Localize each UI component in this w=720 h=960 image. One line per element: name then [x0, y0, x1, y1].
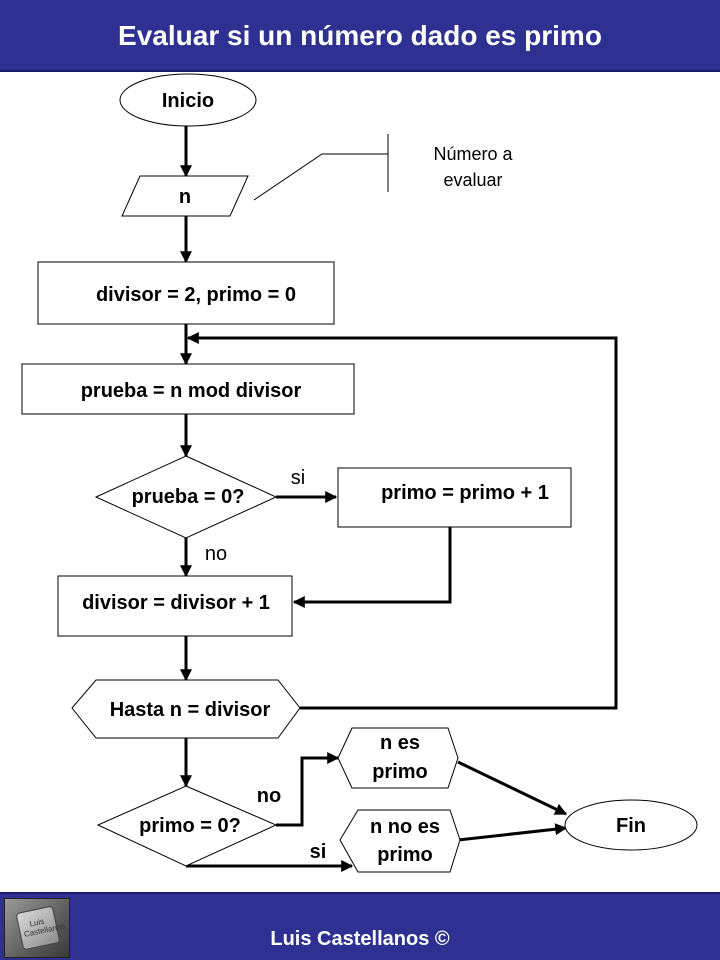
init-process: [37, 261, 335, 325]
annotation-line-1: Número a: [433, 144, 513, 164]
increment-divisor-process: [57, 575, 293, 637]
increment-primo-label: primo = primo + 1: [381, 482, 549, 504]
annotation-leader: [253, 153, 388, 201]
decision-primo-yes-label: si: [310, 841, 327, 863]
loop-condition: [71, 679, 301, 739]
decision-primo: [96, 785, 278, 867]
header-banner: Evaluar si un número dado es primo: [0, 0, 720, 72]
output-prime-display: [337, 727, 459, 789]
increment-primo-process: [337, 467, 572, 528]
arrow-loop-back: [186, 332, 618, 710]
end-label: Fin: [616, 815, 646, 837]
test-label: prueba = n mod divisor: [81, 380, 302, 402]
page-title: Evaluar si un número dado es primo: [118, 20, 602, 51]
output-not-prime-line-1: n no es: [370, 816, 440, 838]
keyboard-key-logo: Luis Castellanos: [4, 898, 70, 958]
loop-condition-label: Hasta n = divisor: [110, 699, 271, 721]
arrow-decision2-no: [276, 752, 340, 827]
connectors: [180, 126, 618, 872]
end-terminal: [564, 799, 698, 851]
arrow-notprime-to-end: [457, 823, 568, 842]
start-terminal: [119, 73, 257, 127]
increment-divisor-label: divisor = divisor + 1: [82, 592, 270, 614]
input-parallelogram: [121, 175, 249, 217]
decision-primo-label: primo = 0?: [139, 815, 241, 837]
arrow-primo-to-divisor: [292, 527, 452, 608]
decision-prueba-yes-label: si: [291, 467, 305, 489]
decision-primo-no-label: no: [257, 785, 281, 807]
footer-banner: Luis Castellanos Luis Castellanos ©: [0, 892, 720, 960]
output-prime-line-1: n es: [380, 732, 420, 754]
input-label: n: [179, 186, 191, 208]
start-label: Inicio: [162, 90, 214, 112]
arrow-prime-to-end: [457, 760, 568, 816]
author-credit: Luis Castellanos ©: [270, 928, 450, 950]
decision-prueba-label: prueba = 0?: [132, 486, 245, 508]
annotation-line-2: evaluar: [443, 170, 502, 190]
output-not-prime-line-2: primo: [377, 844, 433, 866]
decision-prueba: [94, 455, 278, 539]
output-prime-line-2: primo: [372, 761, 428, 783]
decision-prueba-no-label: no: [205, 543, 227, 565]
init-label: divisor = 2, primo = 0: [96, 284, 296, 306]
output-not-prime-display: [339, 809, 461, 873]
test-process: [21, 363, 355, 415]
